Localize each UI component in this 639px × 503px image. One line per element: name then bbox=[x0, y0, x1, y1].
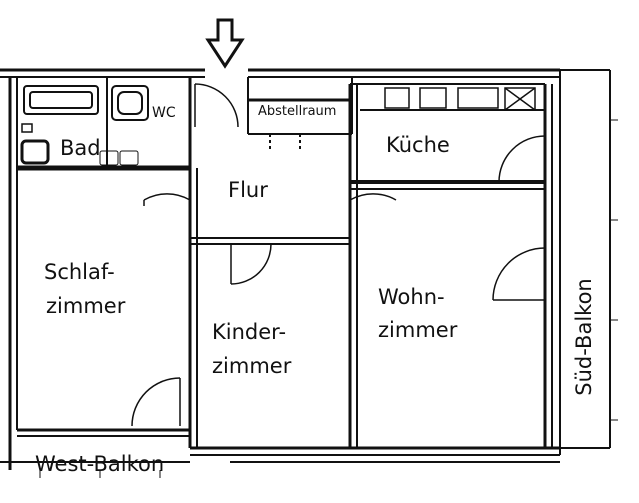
storage-room-walls bbox=[247, 77, 353, 150]
entrance-arrow-icon bbox=[205, 18, 245, 69]
room-label-livingroom-line1: Wohn- bbox=[378, 285, 445, 309]
room-label-kitchen: Küche bbox=[386, 133, 450, 157]
room-label-kidsroom-line2: zimmer bbox=[212, 354, 292, 378]
kitchen-walls bbox=[348, 84, 545, 448]
room-label-hallway: Flur bbox=[228, 178, 268, 202]
wc-door bbox=[194, 83, 239, 128]
flur-walls bbox=[188, 77, 350, 448]
room-label-south-balcony: Süd-Balkon bbox=[572, 278, 596, 396]
outer-wall-bottom bbox=[0, 428, 560, 463]
room-label-bad: Bad bbox=[60, 136, 101, 160]
room-label-bedroom-line1: Schlaf- bbox=[44, 260, 115, 284]
room-label-wc: WC bbox=[152, 105, 176, 121]
room-label-bedroom-line2: zimmer bbox=[46, 294, 126, 318]
door-arcs bbox=[131, 135, 546, 427]
bathroom-walls bbox=[17, 77, 190, 171]
room-label-storage: Abstellraum bbox=[258, 104, 337, 119]
outer-wall-left bbox=[8, 77, 18, 470]
room-label-livingroom-line2: zimmer bbox=[378, 318, 458, 342]
balcony-hatching bbox=[39, 119, 618, 478]
outer-wall-top bbox=[0, 68, 610, 85]
room-label-kidsroom-line1: Kinder- bbox=[212, 320, 287, 344]
outer-wall-right bbox=[543, 70, 611, 455]
room-label-west-balcony: West-Balkon bbox=[35, 452, 165, 476]
